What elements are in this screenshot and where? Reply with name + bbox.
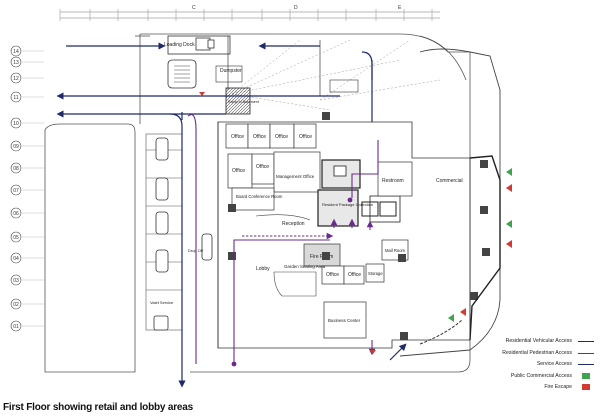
grid-row-label: 01 [13, 324, 19, 330]
package-collection-label: Resident Package Collection [322, 202, 373, 207]
grid-row-bubble [10, 162, 22, 174]
legend-item: Public Commercial Access [452, 371, 598, 383]
grid-top-d: D [294, 5, 298, 11]
legend-swatch [578, 364, 594, 366]
grid-row-bubble [10, 56, 22, 68]
row-grid-axis: 14 13 12 11 10 09 08 07 06 05 04 03 02 01 [10, 45, 44, 332]
building-envelope [399, 48, 501, 357]
grid-row-label: 04 [13, 256, 19, 262]
commercial-label: Commercial [436, 178, 463, 184]
legend-item: Fire Escape [452, 382, 598, 394]
legend-swatch [582, 372, 590, 379]
legend-item-label: Residential Pedestrian Access [502, 349, 572, 356]
grid-row-bubble [10, 207, 22, 219]
mail-room-label: Mail Room [385, 248, 406, 253]
office-label-1: Office [231, 134, 244, 140]
dumpster-label: Dumpster [220, 68, 242, 74]
office-label-5: Office [232, 168, 245, 174]
grid-row-bubble [10, 91, 22, 103]
ramp-radiating-lines [231, 39, 441, 111]
legend-item: Service Access [452, 359, 598, 371]
structural-columns [228, 112, 490, 340]
legend-swatch [578, 341, 594, 343]
grid-row-bubble [10, 117, 22, 129]
management-office-label: Management Office [276, 174, 315, 179]
legend-item-label: Fire Escape [544, 384, 572, 390]
office-label-2: Office [253, 134, 266, 140]
loading-dock-label: Loading Dock [164, 42, 195, 48]
grid-row-label: 05 [13, 235, 19, 241]
office-row [225, 123, 321, 211]
grid-row-label: 02 [13, 302, 19, 308]
ramp-label: Ramp to Basement [228, 100, 259, 104]
restroom-label: Restroom [382, 178, 404, 184]
legend-item-label: Public Commercial Access [510, 372, 572, 379]
loading-dock-area: Loading Dock Dumpster [164, 35, 243, 96]
pedestrian-access-paths [187, 114, 379, 364]
grid-row-label: 07 [13, 188, 19, 194]
office-label-3: Office [275, 134, 288, 140]
grid-row-label: 08 [13, 166, 19, 172]
legend-item: Residential Vehicular Access [452, 336, 598, 348]
grid-row-bubble [10, 231, 22, 243]
legend-item: Residential Pedestrian Access [452, 348, 598, 360]
restroom-room [377, 161, 413, 197]
grid-row-label: 10 [13, 121, 19, 127]
ramp-to-basement [225, 87, 251, 115]
public-commercial-access-marker [506, 168, 512, 176]
grid-row-label: 03 [13, 278, 19, 284]
grid-row-bubble [10, 298, 22, 310]
legend-swatch [578, 352, 594, 354]
edh-box [329, 79, 359, 93]
parked-cars [153, 137, 213, 331]
business-center-label: Business Center [328, 318, 361, 323]
lower-rooms [303, 239, 409, 339]
grid-row-bubble [10, 252, 22, 264]
garden-seating-outline [273, 271, 317, 297]
fire-room-label: Fire Room [310, 254, 333, 260]
grid-row-bubble [10, 45, 22, 57]
grid-row-bubble [10, 320, 22, 332]
access-markers [370, 168, 512, 354]
grid-row-label: 13 [13, 60, 19, 66]
office-label-7: Office [326, 272, 339, 278]
grid-row-label: 09 [13, 144, 19, 150]
reception-label: Reception [282, 221, 305, 227]
grid-row-label: 14 [13, 49, 19, 55]
legend-swatch [582, 384, 590, 390]
office-label-8: Office [348, 272, 361, 278]
figure-caption: First Floor showing retail and lobby are… [3, 402, 193, 413]
lobby-label: Lobby [256, 266, 270, 272]
grid-row-label: 12 [13, 76, 19, 82]
grid-row-bubble [10, 72, 22, 84]
grid-row-bubble [10, 274, 22, 286]
grid-top-c: C [192, 5, 196, 11]
storage-label: Storage [368, 271, 383, 276]
grid-row-bubble [10, 184, 22, 196]
legend-item-label: Service Access [536, 361, 572, 367]
office-label-4: Office [299, 134, 312, 140]
fire-escape-marker [199, 92, 205, 96]
storefront-glazing [469, 155, 501, 341]
valet-service-label: Valet Service [150, 300, 174, 305]
board-conference-label: Board Conference Room [236, 194, 283, 199]
vehicular-access-paths [56, 42, 407, 388]
office-label-6: Office [256, 164, 269, 170]
grid-row-label: 06 [13, 211, 19, 217]
garden-seating-label: Garden Seating Area [284, 264, 326, 269]
grid-row-label: 11 [13, 95, 18, 101]
grid-top-e: E [398, 5, 402, 11]
legend-item-label: Residential Vehicular Access [505, 338, 572, 344]
top-dimension-strip: C D E [59, 5, 440, 21]
pedestrian-entry-point [347, 197, 353, 203]
stair-core [167, 59, 197, 89]
grid-row-bubble [10, 140, 22, 152]
